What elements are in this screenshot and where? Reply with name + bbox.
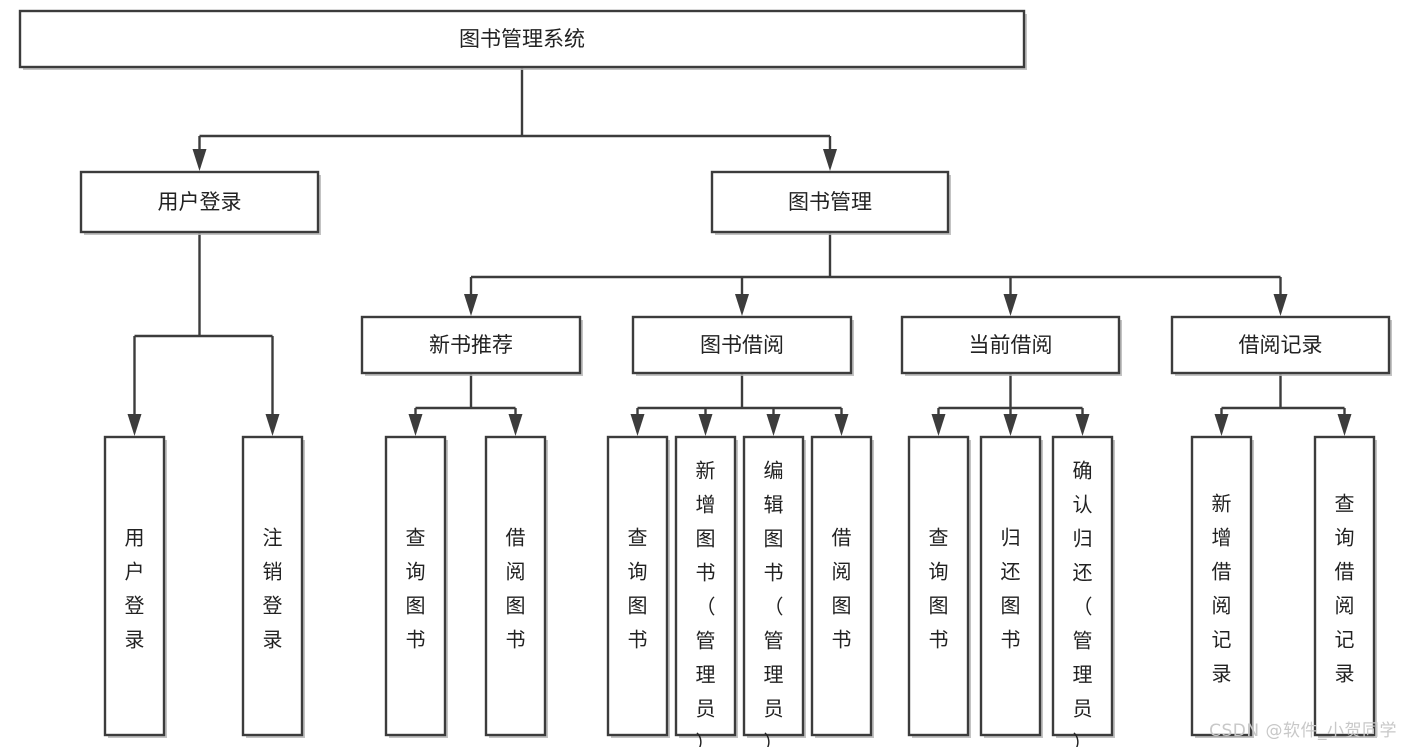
node-leaf-logout[interactable]: 注销登录	[241, 435, 305, 738]
csdn-watermark: CSDN @软件_小贺同学	[1209, 721, 1397, 741]
arrow-head-icon	[931, 414, 946, 436]
arrow-head-icon	[192, 149, 207, 171]
node-leaf-edit-book[interactable]: 编辑图书（管理员）	[742, 435, 806, 747]
node-label-vertical: 查询图书	[628, 526, 648, 652]
node-box[interactable]	[484, 435, 547, 737]
connector-group	[408, 373, 523, 436]
connector-group	[630, 373, 849, 436]
node-label: 图书借阅	[700, 333, 784, 357]
arrow-head-icon	[1273, 294, 1288, 316]
node-label-vertical: 新增图书（管理员）	[696, 459, 716, 747]
node-l2-new-book-rec[interactable]: 新书推荐	[360, 315, 583, 376]
arrow-head-icon	[823, 149, 837, 171]
edge-layer	[127, 67, 1352, 436]
node-box[interactable]	[907, 435, 970, 737]
arrow-head-icon	[1003, 414, 1018, 436]
connector-group	[931, 373, 1090, 436]
node-box[interactable]	[810, 435, 873, 737]
arrow-head-icon	[127, 414, 142, 436]
arrow-head-icon	[630, 414, 645, 436]
node-box[interactable]	[360, 315, 582, 375]
arrow-head-icon	[408, 414, 423, 436]
node-label-vertical: 借阅图书	[832, 526, 852, 652]
node-label: 新书推荐	[429, 333, 513, 357]
node-l1-user-login[interactable]: 用户登录	[79, 170, 321, 235]
node-box[interactable]	[742, 435, 805, 737]
arrow-head-icon	[698, 414, 713, 436]
node-label-vertical: 确认归还（管理员）	[1073, 459, 1093, 747]
node-label-vertical: 新增借阅记录	[1212, 492, 1232, 686]
node-leaf-confirm-return[interactable]: 确认归还（管理员）	[1051, 435, 1115, 747]
node-label-vertical: 用户登录	[125, 526, 145, 652]
node-label: 当前借阅	[969, 333, 1053, 357]
node-box[interactable]	[900, 315, 1121, 375]
node-box[interactable]	[631, 315, 853, 375]
node-label-vertical: 编辑图书（管理员）	[764, 459, 784, 747]
node-box[interactable]	[241, 435, 304, 737]
node-box[interactable]	[384, 435, 447, 737]
node-box[interactable]	[710, 170, 950, 234]
node-label-vertical: 借阅图书	[506, 526, 526, 652]
arrow-head-icon	[766, 414, 781, 436]
node-label: 用户登录	[158, 190, 242, 214]
node-label-vertical: 注销登录	[263, 526, 283, 652]
node-label: 借阅记录	[1239, 333, 1323, 357]
node-leaf-add-book[interactable]: 新增图书（管理员）	[674, 435, 738, 747]
node-box[interactable]	[79, 170, 320, 234]
node-leaf-return-book[interactable]: 归还图书	[979, 435, 1043, 738]
node-box[interactable]	[103, 435, 166, 737]
connector-group	[464, 232, 1288, 316]
node-label-vertical: 查询图书	[929, 526, 949, 652]
node-l2-current-borrow[interactable]: 当前借阅	[900, 315, 1122, 376]
node-leaf-user-login[interactable]: 用户登录	[103, 435, 167, 738]
node-leaf-query-book-1[interactable]: 查询图书	[384, 435, 448, 738]
arrow-head-icon	[1075, 414, 1090, 436]
connector-group	[127, 232, 280, 436]
node-leaf-query-book-3[interactable]: 查询图书	[907, 435, 971, 738]
arrow-head-icon	[735, 294, 749, 316]
connector-group	[1214, 373, 1352, 436]
node-leaf-borrow-book-2[interactable]: 借阅图书	[810, 435, 874, 738]
arrow-head-icon	[1003, 294, 1018, 316]
node-box[interactable]	[1051, 435, 1114, 737]
node-l1-book-manage[interactable]: 图书管理	[710, 170, 951, 235]
node-label: 图书管理系统	[459, 27, 585, 51]
node-label-vertical: 归还图书	[1001, 526, 1021, 652]
arrow-head-icon	[508, 414, 523, 436]
node-leaf-borrow-book-1[interactable]: 借阅图书	[484, 435, 548, 738]
node-leaf-query-record[interactable]: 查询借阅记录	[1313, 435, 1377, 738]
node-box[interactable]	[606, 435, 669, 737]
node-leaf-add-record[interactable]: 新增借阅记录	[1190, 435, 1254, 738]
node-root[interactable]: 图书管理系统	[18, 9, 1027, 70]
node-box[interactable]	[1170, 315, 1391, 375]
node-box[interactable]	[1190, 435, 1253, 737]
node-layer: 图书管理系统用户登录图书管理新书推荐图书借阅当前借阅借阅记录用户登录注销登录查询…	[18, 9, 1392, 747]
arrow-head-icon	[1214, 414, 1229, 436]
arrow-head-icon	[265, 414, 280, 436]
connector-group	[192, 67, 837, 171]
arrow-head-icon	[834, 414, 849, 436]
node-box[interactable]	[1313, 435, 1376, 737]
node-box[interactable]	[979, 435, 1042, 737]
arrow-head-icon	[464, 294, 478, 316]
node-box[interactable]	[674, 435, 737, 737]
node-label: 图书管理	[788, 190, 872, 214]
node-l2-book-borrow[interactable]: 图书借阅	[631, 315, 854, 376]
node-label-vertical: 查询图书	[406, 526, 426, 652]
node-label-vertical: 查询借阅记录	[1335, 492, 1355, 686]
node-leaf-query-book-2[interactable]: 查询图书	[606, 435, 670, 738]
arrow-head-icon	[1337, 414, 1352, 436]
node-l2-borrow-record[interactable]: 借阅记录	[1170, 315, 1392, 376]
node-box[interactable]	[18, 9, 1026, 69]
